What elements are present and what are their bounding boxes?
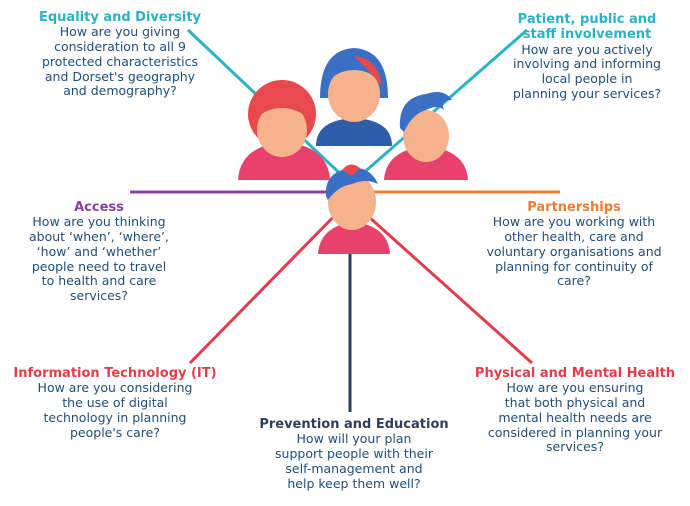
physical-line-2: that both physical and (504, 395, 646, 411)
access-line-3: ‘how’ and ‘whether’ (36, 243, 162, 259)
prevention-line-3: self-management and (285, 460, 423, 476)
it-line-1: How are you considering (37, 380, 193, 396)
patient-line-3: local people in (541, 71, 633, 87)
access-block: Access How are you thinking about ‘when’… (6, 200, 192, 304)
access-line-5: to health and care (41, 273, 157, 289)
access-title: Access (74, 200, 124, 215)
spoke-it (188, 198, 352, 365)
it-title: Information Technology (IT) (13, 366, 217, 381)
access-line-4: people need to travel (31, 258, 167, 274)
patient-involvement-block: Patient, public and staff involvement Ho… (480, 12, 690, 102)
prevention-title: Prevention and Education (259, 417, 449, 432)
patient-line-1: How are you actively (521, 41, 653, 57)
partnerships-block: Partnerships How are you working with ot… (460, 200, 688, 289)
spoke-physical (348, 198, 534, 365)
patient-title-line-2: staff involvement (522, 27, 652, 43)
equality-line-2: consideration to all 9 (54, 39, 186, 55)
physical-line-1: How are you ensuring (506, 380, 644, 396)
it-line-4: people's care? (69, 424, 160, 440)
partnerships-line-4: planning for continuity of (495, 258, 653, 274)
partnerships-line-5: care? (557, 273, 591, 289)
physical-mental-health-block: Physical and Mental Health How are you e… (462, 366, 688, 455)
access-line-2: about ‘when’, ‘where’, (28, 229, 169, 245)
partnerships-line-1: How are you working with (492, 214, 656, 230)
equality-line-3: protected characteristics (41, 53, 198, 69)
it-line-3: technology in planning (43, 409, 187, 425)
prevention-line-2: support people with their (275, 446, 433, 462)
equality-line-1: How are you giving (59, 24, 181, 40)
prevention-education-block: Prevention and Education How will your p… (240, 417, 468, 491)
physical-line-4: considered in planning your (487, 424, 663, 440)
patient-line-4: planning your services? (512, 85, 662, 101)
physical-line-5: services? (546, 439, 604, 455)
it-line-2: the use of digital (62, 395, 168, 411)
access-line-6: services? (70, 288, 128, 304)
partnerships-line-2: other health, care and (504, 229, 644, 245)
access-line-1: How are you thinking (32, 214, 166, 230)
prevention-line-1: How will your plan (296, 431, 412, 447)
patient-title-line-1: Patient, public and (517, 12, 657, 27)
prevention-line-4: help keep them well? (287, 475, 421, 491)
physical-line-3: mental health needs are (498, 409, 652, 425)
equality-title: Equality and Diversity (38, 10, 202, 25)
physical-title: Physical and Mental Health (474, 366, 676, 381)
partnerships-title: Partnerships (527, 200, 621, 215)
partnerships-line-3: voluntary organisations and (486, 243, 662, 259)
information-technology-block: Information Technology (IT) How are you … (0, 366, 230, 440)
patient-line-2: involving and informing (513, 56, 661, 72)
people-group-icon (238, 48, 468, 254)
equality-and-diversity-block: Equality and Diversity How are you givin… (2, 10, 238, 99)
equality-line-4: and Dorset's geography (44, 68, 196, 84)
equality-line-5: and demography? (63, 83, 177, 99)
